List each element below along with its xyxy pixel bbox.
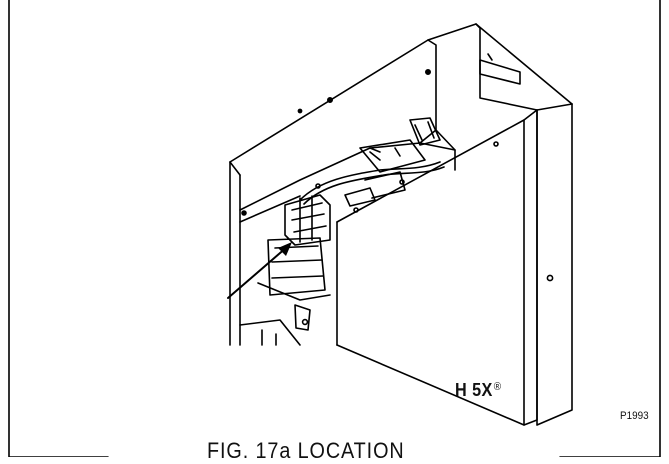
- fuse-holder: [409, 117, 441, 146]
- terminal-block: [284, 194, 331, 246]
- registered-mark: ®: [493, 381, 502, 393]
- relay-module: [359, 139, 426, 173]
- reference-code: P1993: [620, 410, 649, 422]
- location-arrow: [227, 246, 288, 299]
- cabinet-right-wall: [536, 103, 573, 426]
- model-label: H 5X®: [455, 380, 501, 401]
- border-frame: [8, 0, 661, 457]
- front-door: [336, 109, 538, 426]
- shelf-flange: [239, 142, 456, 211]
- transformer: [267, 237, 326, 296]
- back-panel: [419, 39, 437, 144]
- lower-connector: [344, 187, 376, 207]
- figure-caption: FIG. 17a LOCATION: [207, 438, 405, 463]
- wire-harness: [299, 161, 441, 201]
- model-name: H 5X: [455, 380, 493, 400]
- arrow-head: [278, 242, 292, 256]
